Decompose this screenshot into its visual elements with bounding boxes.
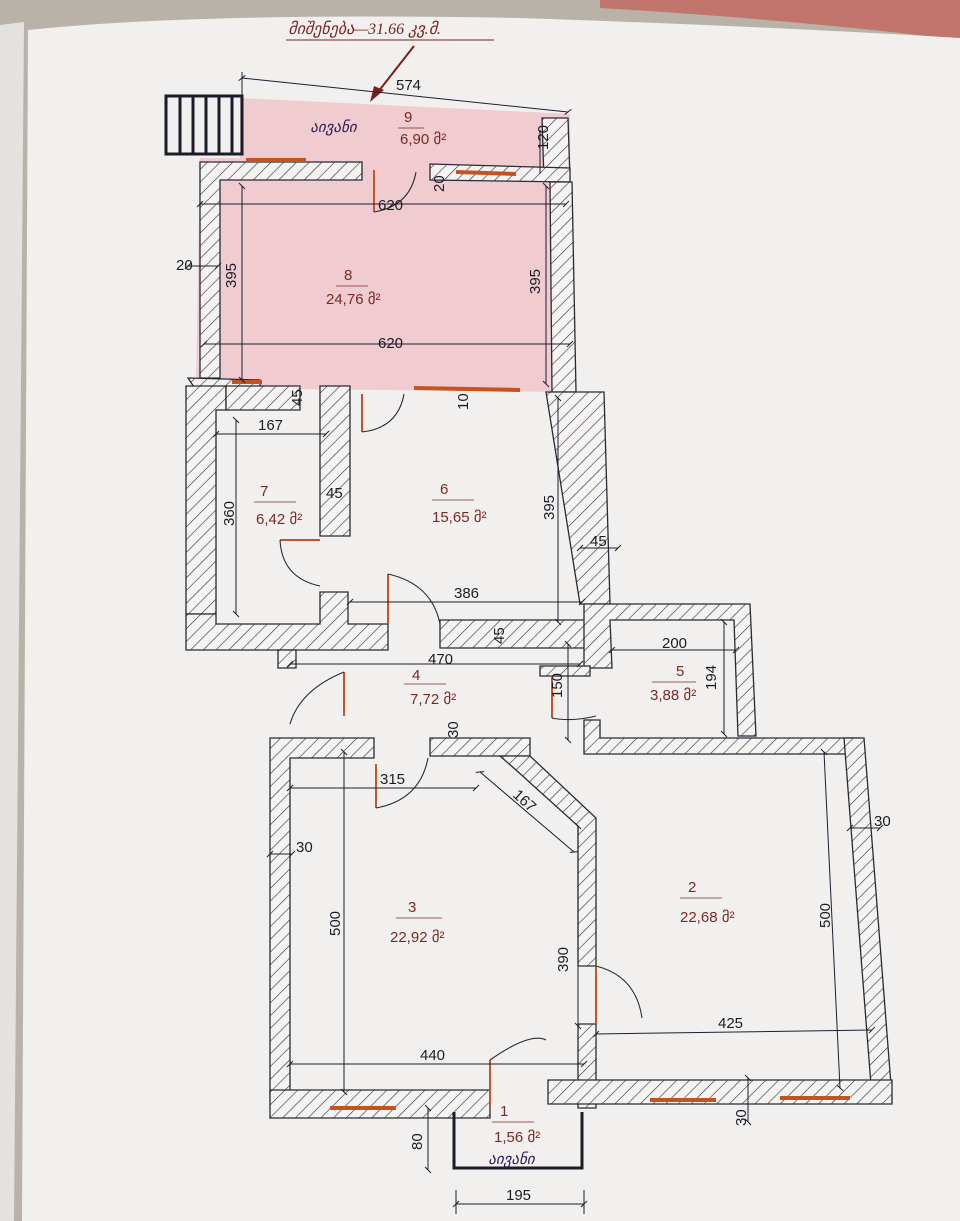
wall-north-corridor [185, 591, 389, 651]
dim-label: 195 [506, 1187, 531, 1204]
dim-label: 390 [555, 947, 572, 972]
dim-label: 395 [541, 495, 558, 520]
doors [279, 170, 643, 1108]
room-8-number: 8 [344, 267, 352, 284]
room-6-number: 6 [440, 481, 448, 498]
door [595, 965, 643, 1024]
wall-room6-south [439, 619, 587, 649]
room-2-area: 22,68 მ² [680, 909, 735, 926]
wall-corridor-nw [277, 649, 297, 669]
wall-south-west [269, 1089, 491, 1119]
dim-label: 470 [428, 651, 453, 668]
dim-label: 194 [703, 665, 720, 690]
door [489, 1037, 547, 1108]
dim-label: 315 [380, 771, 405, 788]
dim-label: 45 [491, 627, 508, 644]
wall-room8-east [549, 181, 577, 393]
stairs [164, 94, 244, 156]
dim-label: 45 [326, 485, 343, 502]
dimension-labels: 574 120 20 620 20 395 395 620 45 10 167 … [176, 77, 891, 1204]
room-5-area: 3,88 მ² [650, 687, 696, 704]
dim-label: 167 [258, 417, 283, 434]
dim-label: 386 [454, 585, 479, 602]
wall-room7-north [225, 385, 301, 411]
room-4-area: 7,72 მ² [410, 691, 456, 708]
extension-title: მიშენება—31.66 კვ.მ. [288, 20, 441, 38]
dim-label: 10 [455, 393, 472, 410]
wall-room3-north [429, 737, 531, 757]
dim-label: 30 [733, 1109, 750, 1126]
dim-label: 30 [445, 721, 462, 738]
room-9-number: 9 [404, 109, 412, 126]
dim-label: 360 [221, 501, 238, 526]
door [551, 676, 597, 721]
room-1-label: აივანი [488, 1151, 537, 1168]
window [455, 170, 517, 176]
room-5-number: 5 [676, 663, 684, 680]
room-9-label: აივანი [310, 119, 359, 136]
dim-label: 574 [396, 77, 421, 94]
dim-label: 620 [378, 335, 403, 352]
room-7-area: 6,42 მ² [256, 511, 302, 528]
dim-label: 440 [420, 1047, 445, 1064]
dimension-lines [184, 72, 884, 1214]
dim-label: 45 [590, 533, 607, 550]
wall-south-east [547, 1079, 893, 1105]
dim-label: 150 [549, 673, 566, 698]
dim-label: 120 [535, 125, 552, 150]
room-labels: აივანი 9 6,90 მ² 8 24,76 მ² 7 6,42 მ² 6 … [254, 109, 735, 1168]
window [413, 386, 521, 392]
room-6-area: 15,65 მ² [432, 509, 487, 526]
fabric-corner [600, 0, 960, 40]
door [361, 393, 405, 433]
dim-label: 20 [431, 175, 448, 192]
door [279, 539, 321, 587]
dim-label: 200 [662, 635, 687, 652]
wall-room7-east [319, 385, 351, 537]
windows [232, 158, 850, 1110]
dim-label: 20 [176, 257, 193, 274]
dim-label: 500 [327, 911, 344, 936]
paper-edge [0, 22, 24, 1221]
room-3-area: 22,92 მ² [390, 929, 445, 946]
dim-label: 425 [718, 1015, 743, 1032]
dim-label: 45 [289, 389, 306, 406]
room-2-number: 2 [688, 879, 696, 896]
room-1-number: 1 [500, 1103, 508, 1120]
dim-label: 395 [527, 269, 544, 294]
room-7-number: 7 [260, 483, 268, 500]
dim-label: 620 [378, 197, 403, 214]
dim-label: 30 [874, 813, 891, 830]
dim-label: 395 [223, 263, 240, 288]
room-9-area: 6,90 მ² [400, 131, 446, 148]
room-1-area: 1,56 მ² [494, 1129, 540, 1146]
room-8-area: 24,76 მ² [326, 291, 381, 308]
door [289, 671, 345, 725]
room-4-number: 4 [412, 667, 420, 684]
room-3-number: 3 [408, 899, 416, 916]
dim-label: 30 [296, 839, 313, 856]
dim-label: 80 [409, 1133, 426, 1150]
wall-room5 [583, 603, 757, 737]
front-balcony-outline [452, 1112, 584, 1170]
dim-label: 500 [817, 903, 834, 928]
